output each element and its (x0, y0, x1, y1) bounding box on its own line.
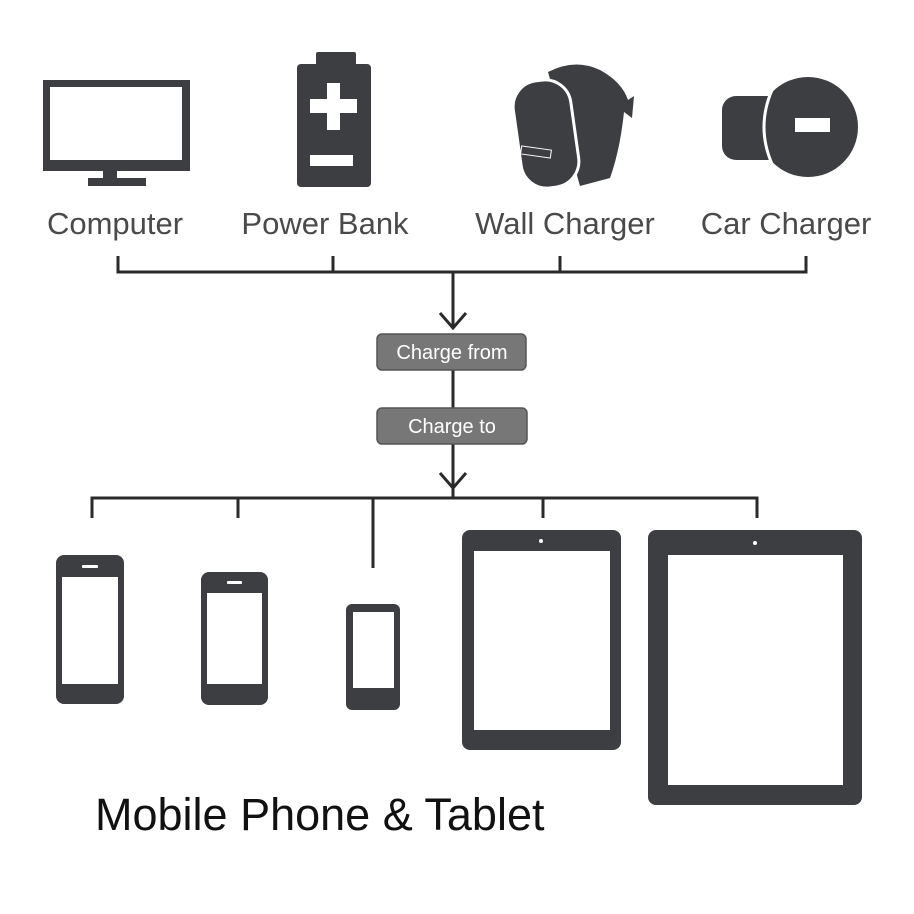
source-bracket (116, 256, 808, 498)
tablet-icon (462, 530, 621, 750)
charge-from-label: Charge from (396, 342, 507, 364)
large-tablet-icon (648, 530, 862, 805)
source-label-computer: Computer (47, 206, 183, 241)
charge-to-label: Charge to (408, 416, 496, 438)
source-label-power-bank: Power Bank (241, 206, 409, 241)
car-charger-icon (722, 77, 858, 177)
small-phone-icon (346, 604, 400, 710)
charge-from-box: Charge from (376, 333, 527, 371)
targets-title: Mobile Phone & Tablet (95, 789, 545, 840)
battery-icon (297, 52, 371, 187)
source-label-car-charger: Car Charger (701, 206, 872, 241)
charge-to-box: Charge to (376, 407, 528, 445)
wall-charger-icon (511, 64, 634, 190)
phone-icon (201, 572, 268, 705)
phone-icon (56, 555, 124, 704)
source-label-wall-charger: Wall Charger (475, 206, 655, 241)
monitor-icon (43, 80, 190, 186)
target-bracket (90, 496, 759, 568)
